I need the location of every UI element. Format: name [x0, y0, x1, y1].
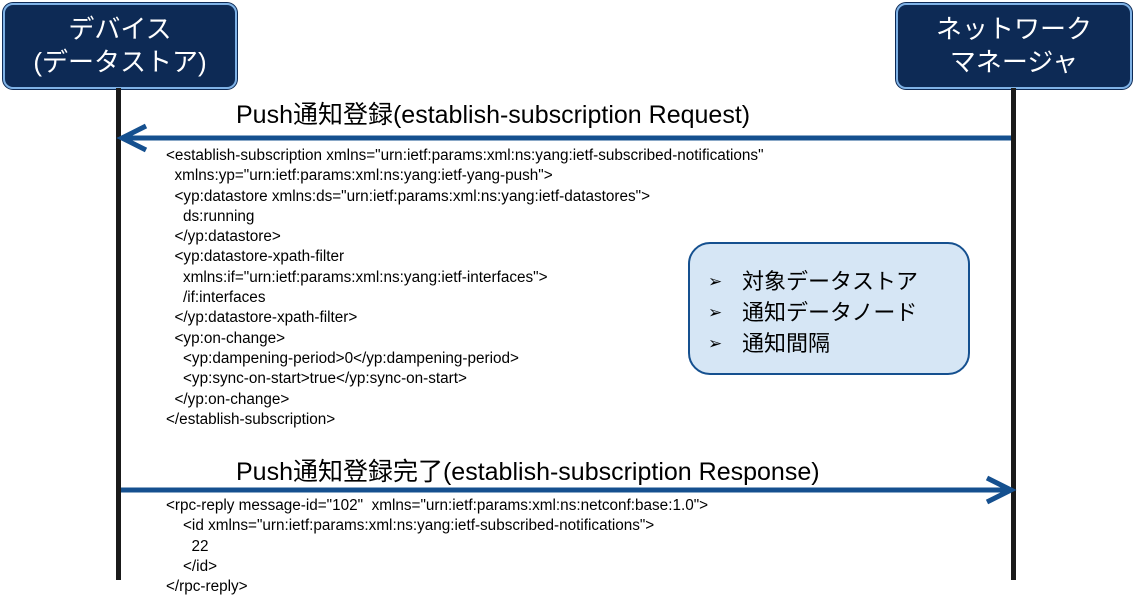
response-message-title: Push通知登録完了(establish-subscription Respon…: [236, 458, 820, 486]
subscription-parameters-note: ➢ 対象データストア ➢ 通知データノード ➢ 通知間隔: [688, 242, 970, 375]
lifeline-manager: [1011, 88, 1016, 580]
note-item: ➢ 通知間隔: [708, 328, 968, 359]
note-item: ➢ 通知データノード: [708, 297, 968, 328]
actor-device-datastore: デバイス (データストア): [3, 3, 237, 89]
request-arrowhead-icon: [116, 123, 148, 153]
request-xml-body: <establish-subscription xmlns="urn:ietf:…: [166, 147, 764, 428]
arrow-bullet-icon: ➢: [708, 303, 723, 322]
actor-right-line1: ネットワーク: [935, 14, 1092, 44]
note-item-label: 通知データノード: [742, 300, 918, 325]
actor-network-manager: ネットワーク マネージャ: [896, 3, 1132, 89]
actor-left-line2: (データストア): [33, 47, 207, 77]
request-message-title: Push通知登録(establish-subscription Request): [236, 101, 751, 129]
arrow-bullet-icon: ➢: [708, 334, 723, 353]
note-item: ➢ 対象データストア: [708, 266, 968, 297]
note-item-label: 対象データストア: [742, 269, 919, 294]
note-item-label: 通知間隔: [742, 331, 831, 356]
lifeline-device: [116, 88, 121, 580]
response-xml-body: <rpc-reply message-id="102" xmlns="urn:i…: [166, 497, 709, 596]
response-arrowhead-icon: [985, 475, 1017, 505]
actor-right-line2: マネージャ: [949, 47, 1079, 77]
actor-left-line1: デバイス: [68, 14, 172, 44]
arrow-bullet-icon: ➢: [708, 272, 723, 291]
